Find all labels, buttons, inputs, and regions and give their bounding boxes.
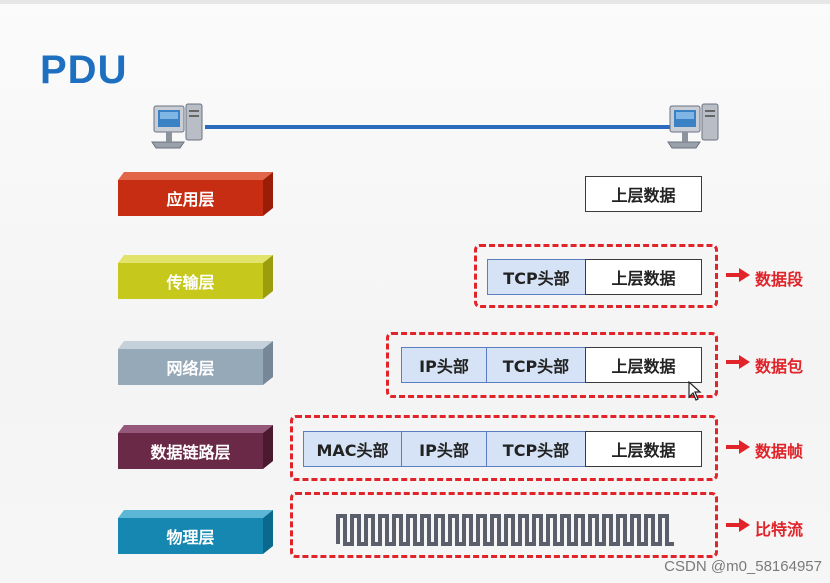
segment-group — [474, 244, 718, 308]
mac-header-cell: MAC头部 — [303, 431, 402, 467]
layer-application: 应用层 — [118, 172, 273, 216]
watermark: CSDN @m0_58164957 — [664, 558, 822, 575]
ip-header-cell: IP头部 — [401, 347, 487, 383]
tcp-header-cell: TCP头部 — [486, 347, 586, 383]
page-title: PDU — [40, 48, 128, 92]
arrow-right-icon — [726, 355, 750, 369]
layer-datalink: 数据链路层 — [118, 425, 273, 469]
network-link-line — [205, 125, 670, 129]
layer-label: 物理层 — [118, 518, 263, 554]
layer-label: 网络层 — [118, 349, 263, 385]
frame-group — [290, 415, 718, 481]
upper-data-cell: 上层数据 — [585, 259, 702, 295]
tcp-header-cell: TCP头部 — [487, 259, 586, 295]
packet-group — [386, 332, 718, 398]
bits-group — [290, 492, 718, 558]
upper-data-cell: 上层数据 — [585, 176, 702, 212]
pdu-label-frame: 数据帧 — [755, 442, 804, 461]
mouse-cursor-icon — [688, 381, 702, 401]
top-border — [0, 0, 830, 4]
upper-data-cell: 上层数据 — [585, 347, 702, 383]
pdu-label-bits: 比特流 — [755, 520, 804, 539]
square-wave-signal — [336, 514, 674, 546]
layer-network: 网络层 — [118, 341, 273, 385]
pdu-label-segment: 数据段 — [755, 270, 804, 289]
arrow-right-icon — [726, 268, 750, 282]
layer-physical: 物理层 — [118, 510, 273, 554]
tcp-header-cell: TCP头部 — [486, 431, 586, 467]
upper-data-cell: 上层数据 — [585, 431, 702, 467]
pdu-label-packet: 数据包 — [755, 357, 804, 376]
arrow-right-icon — [726, 440, 750, 454]
ip-header-cell: IP头部 — [401, 431, 487, 467]
layer-transport: 传输层 — [118, 255, 273, 299]
layer-label: 数据链路层 — [118, 433, 263, 469]
layer-label: 传输层 — [118, 263, 263, 299]
arrow-right-icon — [726, 518, 750, 532]
computer-icon — [151, 103, 203, 149]
layer-label: 应用层 — [118, 180, 263, 216]
computer-icon — [667, 103, 719, 149]
